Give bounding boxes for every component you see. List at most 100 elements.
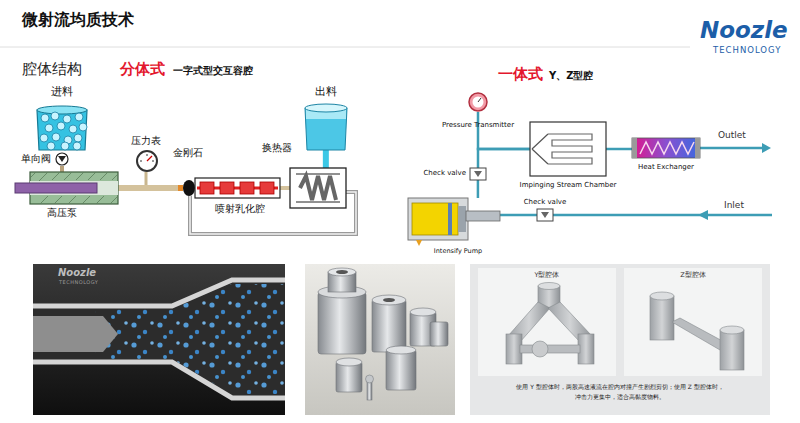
node-label: 压力表 (131, 136, 161, 146)
heat-exchanger (640, 142, 694, 154)
type-subheading: Y、Z型腔 (549, 71, 594, 81)
emulsification-chamber (195, 178, 280, 198)
feed-tank (45, 124, 53, 132)
node-label: Impinging Stream Chamber (520, 182, 617, 189)
pipe-line (478, 112, 530, 149)
heat-exchanger: 换热器 (290, 168, 346, 208)
feed-tank (63, 115, 71, 123)
parts-photo (336, 362, 362, 392)
chamber-render (470, 264, 770, 415)
chamber-render (624, 268, 762, 376)
slide-title: 微射流均质技术 (22, 12, 134, 28)
emulsification-chamber: 喷射乳化腔 (195, 178, 280, 198)
pipe-line (477, 180, 480, 198)
pipe-line (118, 185, 181, 191)
chamber-render (478, 268, 616, 376)
inlet-line (698, 210, 708, 220)
node-label: 换热器 (262, 143, 292, 153)
node-label: 进料 (51, 86, 73, 97)
intensifier-pump (408, 198, 500, 240)
outlet-tank (305, 104, 347, 112)
feed-tank (57, 122, 65, 130)
node-label: Pressure Transmitter (442, 122, 514, 129)
outlet-line (700, 147, 766, 150)
high-pressure-pump (15, 183, 97, 193)
check-valve (56, 153, 68, 165)
feed-tank (51, 112, 59, 120)
inlet-line (553, 214, 772, 217)
node-label: Check valve (423, 170, 466, 177)
parts-photo (386, 350, 416, 390)
intensifier-pump (416, 240, 422, 246)
check-valve: Check valve (470, 168, 486, 180)
check-valve (54, 152, 70, 166)
heat-exchanger (695, 138, 700, 158)
impinging-chamber (532, 134, 548, 164)
feed-tank: 进料 (33, 104, 91, 152)
diamond-nozzle (181, 180, 195, 196)
node-label: 金刚石 (173, 148, 203, 158)
chamber-render (538, 283, 560, 290)
diamond-nozzle: 金刚石 (181, 180, 195, 196)
impinging-chamber (530, 122, 606, 176)
check-valve: Check valve (537, 209, 553, 221)
gauge-stem (145, 172, 148, 186)
feed-tank (37, 110, 87, 150)
render-caption: 冲击力更集中，适合高黏度物料。 (575, 394, 665, 400)
logo-wordmark: Noozle (700, 19, 788, 42)
pipe-line (606, 148, 632, 151)
pressure-gauge (137, 151, 157, 171)
flow-photo (33, 280, 285, 306)
check-valve: 单向阀 (54, 152, 70, 166)
pipe-line (500, 214, 537, 217)
pressure-gauge (140, 154, 154, 161)
outlet-tank (305, 108, 347, 150)
emulsification-chamber (240, 182, 254, 194)
outlet-line (762, 143, 771, 153)
high-pressure-pump (30, 172, 118, 204)
feed-tank (40, 134, 48, 142)
feed-tank (41, 114, 49, 122)
impinging-chamber: Impinging Stream Chamber (530, 122, 606, 176)
header-rule (0, 47, 690, 48)
parts-photo (328, 268, 356, 276)
pressure-transmitter (473, 97, 484, 108)
parts-photo (410, 308, 436, 316)
heat-exchanger (632, 138, 700, 158)
node-label: Heat Exchanger (638, 164, 694, 171)
chamber-render (506, 334, 522, 364)
section-heading: 腔体结构 (22, 62, 82, 77)
pressure-transmitter (478, 98, 481, 102)
parts-photo (372, 295, 406, 305)
chamber-render (650, 296, 674, 340)
emulsification-chamber (260, 182, 274, 194)
parts-photo (318, 292, 366, 354)
pressure-transmitter: Pressure Transmitter (468, 92, 488, 112)
chamber-render (532, 341, 548, 357)
pressure-transmitter (469, 93, 487, 111)
check-valve (541, 212, 549, 218)
pipe-line (478, 149, 530, 168)
intensifier-pump (412, 203, 458, 235)
parts-photo (430, 322, 448, 346)
port-label: Inlet (724, 201, 744, 210)
chamber-render (650, 292, 674, 300)
node-label: 出料 (315, 86, 337, 97)
feed-tank (69, 125, 77, 133)
heat-exchanger (632, 138, 637, 158)
heat-exchanger (290, 168, 346, 208)
emulsification-chamber (195, 178, 280, 198)
emulsification-chamber (220, 182, 234, 194)
chamber-render (720, 326, 744, 334)
parts-photo (336, 358, 362, 366)
flow-photo (33, 264, 285, 415)
feed-tank (61, 142, 69, 150)
type-heading: 一体式 (498, 67, 543, 82)
intensifier-pump (408, 198, 468, 240)
parts-photo (305, 264, 455, 415)
type-subheading: 一字式型交互容腔 (173, 66, 253, 76)
feed-tank (73, 142, 81, 150)
chamber-render (720, 330, 744, 370)
feed-tank (75, 113, 83, 121)
impinging-chamber (548, 134, 592, 164)
